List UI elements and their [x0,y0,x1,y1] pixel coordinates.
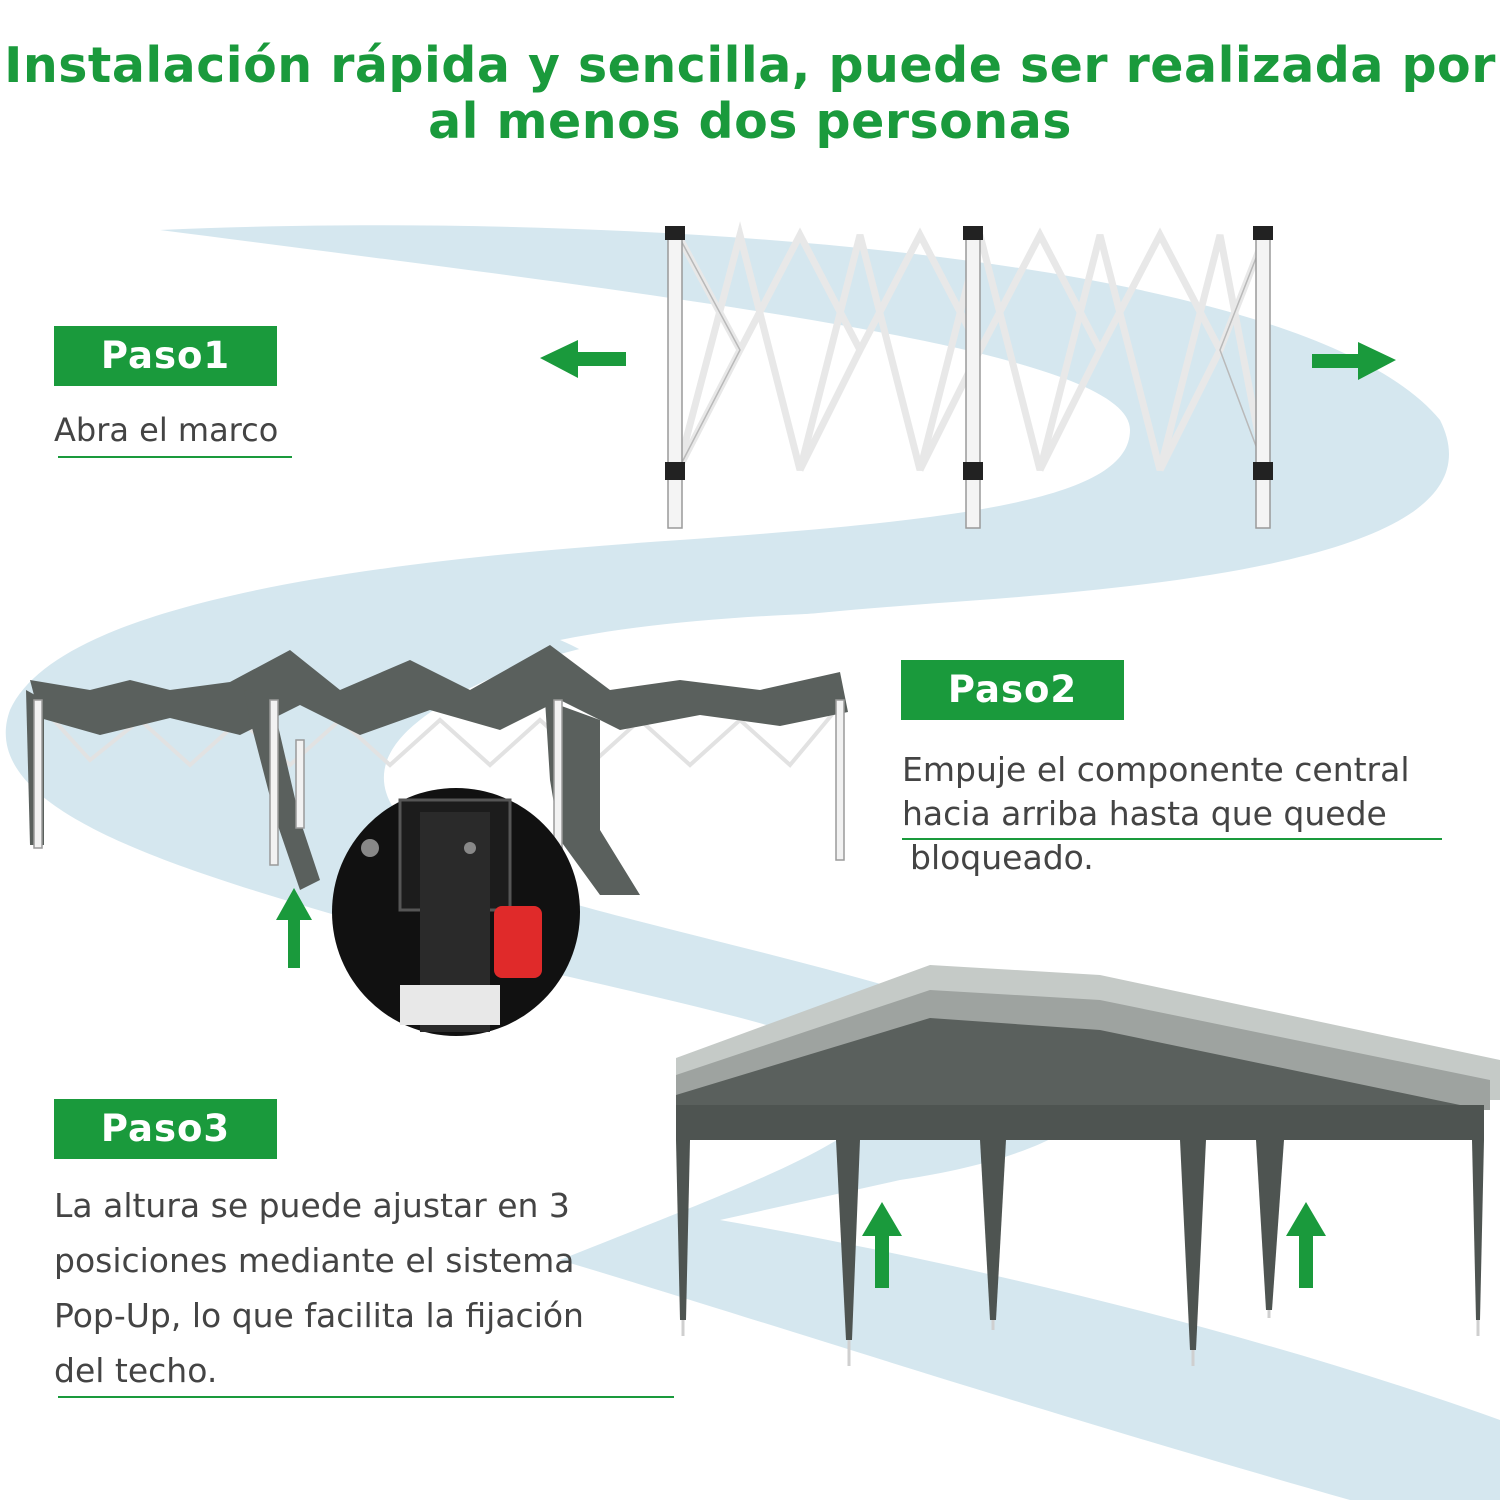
step1-description: Abra el marco [54,410,278,450]
gazebo-legs [676,1140,1484,1350]
arrow-left-icon [540,340,626,378]
arrow-up-icon [1286,1202,1326,1288]
step2-description: Empuje el componente central hacia arrib… [902,748,1410,880]
step3-text-line-4: del techo. [54,1351,218,1390]
step2-text-line-1: Empuje el componente central [902,750,1410,789]
step3-text-line-3: Pop-Up, lo que facilita la fijación [54,1296,584,1335]
step3-badge: Paso3 [54,1099,277,1159]
frame-outline [677,234,1266,471]
frame-legs [667,227,1271,529]
step1-badge: Paso1 [54,326,277,386]
step3-text-line-2: posiciones mediante el sistema [54,1241,575,1280]
canopy-frame-struts [38,703,842,768]
step3-underline [58,1396,674,1398]
lock-button-icon [332,788,580,1036]
title-line-1: Instalación rápida y sencilla, puede ser… [4,37,1496,94]
arrow-up-icon [862,1202,902,1288]
step2-text-line-3: bloqueado. [910,838,1094,877]
step3-text-line-1: La altura se puede ajustar en 3 [54,1186,570,1225]
path-shape [5,225,1500,1500]
step2-text-line-2: hacia arriba hasta que quede [902,794,1387,833]
page-title: Instalación rápida y sencilla, puede ser… [0,38,1500,150]
title-line-2: al menos dos personas [428,93,1072,150]
arrow-up-icon [276,888,312,968]
step1-text-line-1: Abra el marco [54,411,279,449]
step3-description: La altura se puede ajustar en 3 posicion… [54,1178,584,1398]
canopy-legs [33,699,845,866]
step2-badge: Paso2 [901,660,1124,720]
roof-valance [676,1105,1484,1140]
leg-feet [681,1310,1480,1366]
step2-underline [902,838,1442,840]
arrow-right-icon [1312,342,1396,380]
frame-corner-caps [665,226,1273,480]
step1-underline [58,456,292,458]
